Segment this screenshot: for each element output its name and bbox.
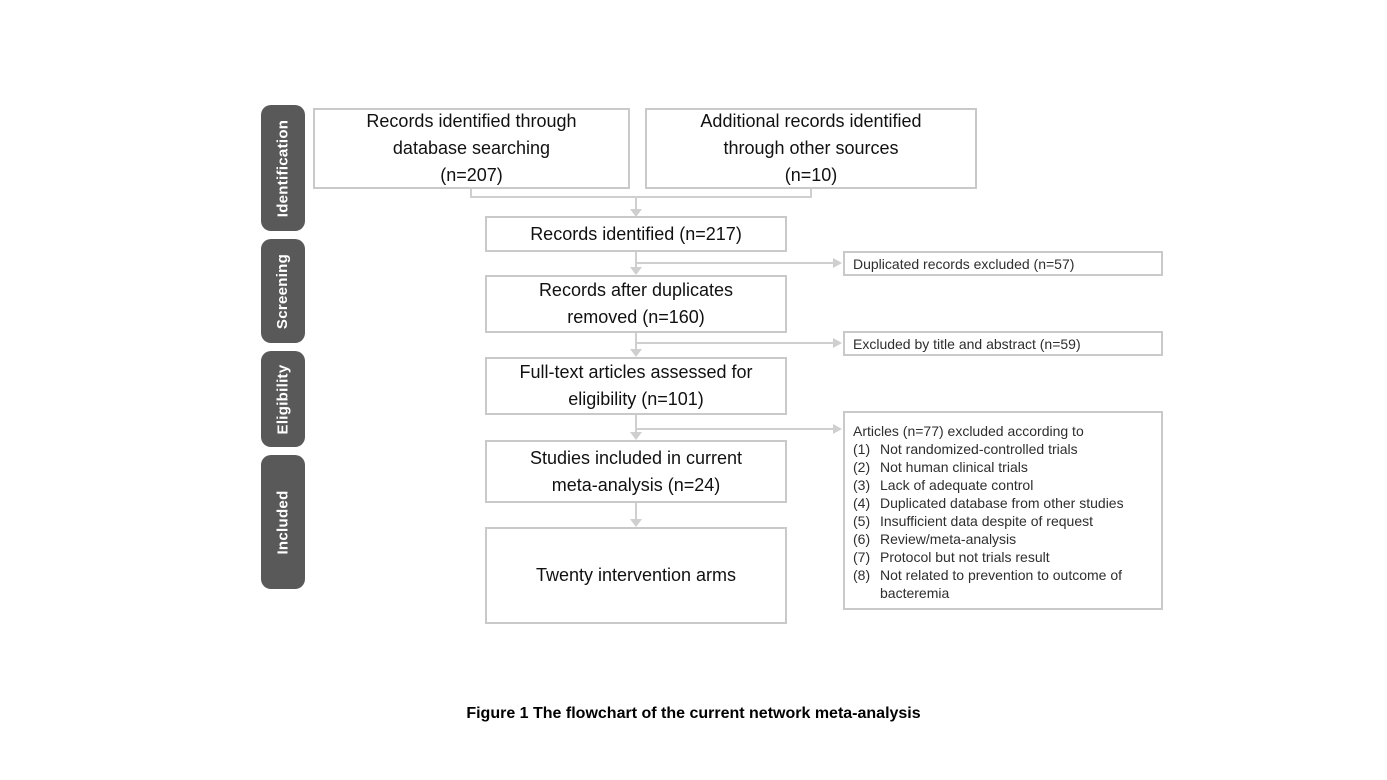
stage-eligibility: Eligibility: [261, 351, 305, 447]
exclusion-reason-3: (3) Lack of adequate control: [853, 476, 1153, 494]
box-records-database-search: Records identified through database sear…: [313, 108, 630, 189]
stage-screening-label: Screening: [274, 253, 292, 329]
box-studies-included: Studies included in current meta-analysi…: [485, 440, 787, 503]
exclusion-reason-8-num: (8): [853, 567, 871, 583]
stage-identification: Identification: [261, 105, 305, 231]
exclusion-reason-2-num: (2): [853, 459, 871, 475]
stage-included: Included: [261, 455, 305, 589]
box-additional-records-text: Additional records identified through ot…: [700, 111, 922, 185]
exclusion-reason-4-num: (4): [853, 495, 871, 511]
box-records-identified: Records identified (n=217): [485, 216, 787, 252]
exclusion-reason-4-text: Duplicated database from other studies: [880, 495, 1124, 511]
box-duplicates-excluded-text: Duplicated records excluded (n=57): [853, 255, 1075, 272]
exclusion-reason-2-text: Not human clinical trials: [880, 459, 1028, 475]
arrowhead-right-1: [833, 258, 842, 268]
exclusion-reason-2: (2) Not human clinical trials: [853, 458, 1153, 476]
box-articles-excluded: Articles (n=77) excluded according to (1…: [843, 411, 1163, 610]
arrowhead-down-1: [630, 209, 642, 217]
stage-identification-label: Identification: [274, 119, 292, 217]
arrowhead-down-5: [630, 519, 642, 527]
exclusion-reason-3-num: (3): [853, 477, 871, 493]
exclusion-reason-3-text: Lack of adequate control: [880, 477, 1034, 493]
exclusion-reason-7: (7) Protocol but not trials result: [853, 548, 1153, 566]
exclusion-reason-5: (5) Insufficient data despite of request: [853, 512, 1153, 530]
exclusion-reason-5-num: (5): [853, 513, 871, 529]
exclusion-reason-1: (1) Not randomized-controlled trials: [853, 440, 1153, 458]
stage-screening: Screening: [261, 239, 305, 343]
exclusion-reason-6-num: (6): [853, 531, 871, 547]
exclusion-reason-6-text: Review/meta-analysis: [880, 531, 1017, 547]
box-intervention-arms: Twenty intervention arms: [485, 527, 787, 624]
box-duplicates-excluded: Duplicated records excluded (n=57): [843, 251, 1163, 276]
arrowhead-down-3: [630, 349, 642, 357]
arrowhead-right-2: [833, 338, 842, 348]
exclusion-reason-7-text: Protocol but not trials result: [880, 549, 1050, 565]
figure-caption: Figure 1 The flowchart of the current ne…: [466, 705, 921, 722]
box-after-duplicates-text: Records after duplicates removed (n=160): [538, 280, 734, 327]
exclusion-reason-1-text: Not randomized-controlled trials: [880, 441, 1078, 457]
exclusion-reason-8-text: Not related to prevention to outcome of …: [880, 567, 1123, 601]
articles-excluded-header: Articles (n=77) excluded according to: [853, 423, 1084, 439]
exclusion-reason-5-text: Insufficient data despite of request: [880, 513, 1093, 529]
stage-eligibility-label: Eligibility: [274, 364, 292, 434]
box-studies-included-text: Studies included in current meta-analysi…: [529, 447, 743, 495]
box-title-abstract-excluded-text: Excluded by title and abstract (n=59): [853, 335, 1081, 352]
exclusion-reason-8: (8) Not related to prevention to outcome…: [853, 566, 1153, 602]
exclusion-reason-1-num: (1): [853, 441, 871, 457]
connector-merge-line: [470, 189, 812, 198]
box-fulltext-assessed: Full-text articles assessed for eligibil…: [485, 357, 787, 415]
box-records-identified-text: Records identified (n=217): [530, 223, 742, 244]
box-intervention-arms-text: Twenty intervention arms: [535, 565, 737, 585]
box-title-abstract-excluded: Excluded by title and abstract (n=59): [843, 331, 1163, 356]
box-fulltext-assessed-text: Full-text articles assessed for eligibil…: [519, 362, 753, 409]
exclusion-reason-7-num: (7): [853, 549, 871, 565]
box-additional-records: Additional records identified through ot…: [645, 108, 977, 189]
box-after-duplicates: Records after duplicates removed (n=160): [485, 275, 787, 333]
arrowhead-right-3: [833, 424, 842, 434]
exclusion-reason-4: (4) Duplicated database from other studi…: [853, 494, 1153, 512]
exclusion-reason-6: (6) Review/meta-analysis: [853, 530, 1153, 548]
arrowhead-down-2: [630, 267, 642, 275]
stage-included-label: Included: [274, 489, 292, 555]
arrowhead-down-4: [630, 432, 642, 440]
box-records-database-search-text: Records identified through database sear…: [366, 111, 577, 185]
